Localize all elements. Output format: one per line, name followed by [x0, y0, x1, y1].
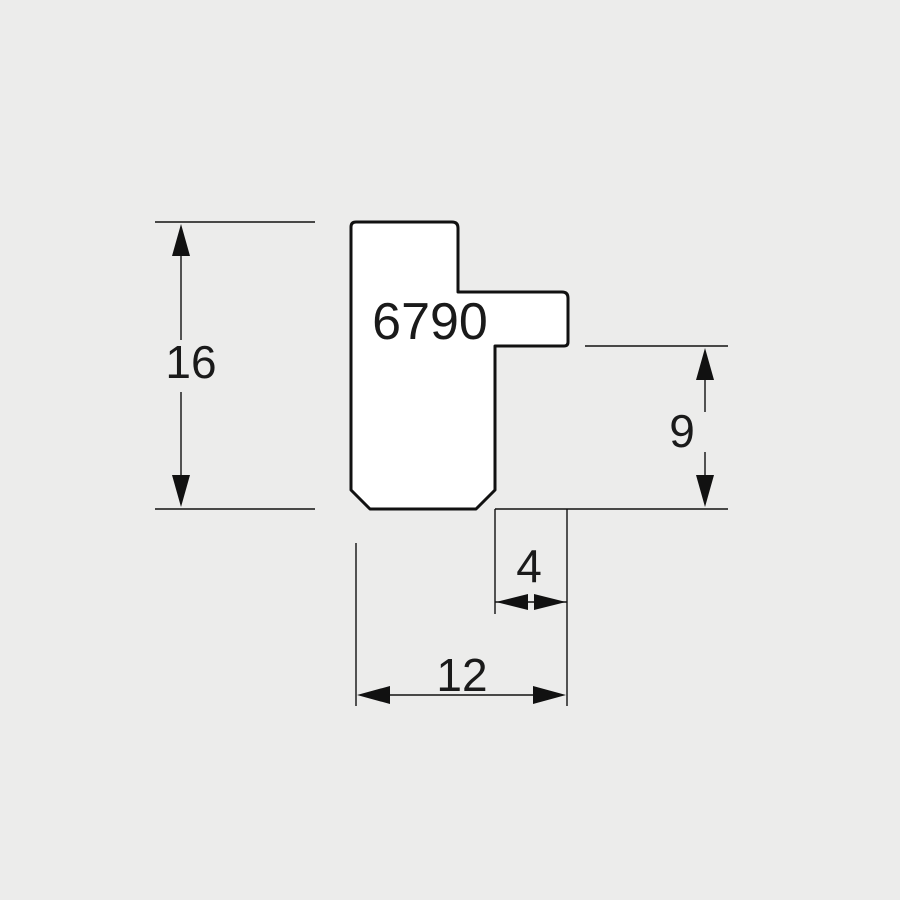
arrowhead-down [172, 475, 190, 507]
width-rebate-label: 4 [516, 540, 542, 592]
width-total-label: 12 [436, 649, 487, 701]
arrowhead-up [172, 224, 190, 256]
arrowhead-down [696, 475, 714, 507]
height-total-dimension: 16 [155, 221, 315, 510]
arrowhead-left [496, 594, 528, 610]
arrowhead-right [533, 686, 566, 704]
arrowhead-right [534, 594, 566, 610]
height-total-label: 16 [165, 336, 216, 388]
height-lip-dimension: 9 [495, 345, 728, 510]
height-lip-label: 9 [669, 405, 695, 457]
width-total-dimension: 12 [355, 543, 566, 706]
width-rebate-dimension: 4 [494, 509, 568, 706]
arrowhead-up [696, 348, 714, 380]
profile-cross-section [349, 220, 570, 511]
arrowhead-left [357, 686, 390, 704]
profile-code-label: 6790 [372, 293, 488, 351]
